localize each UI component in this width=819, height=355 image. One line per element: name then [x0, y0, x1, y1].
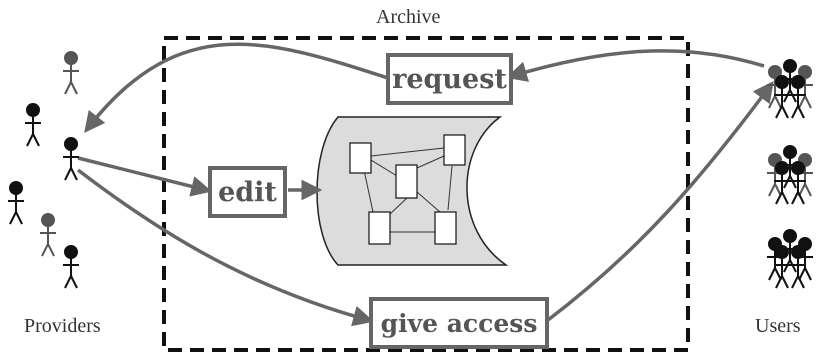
network-edges	[363, 147, 453, 233]
network-nodes	[349, 134, 466, 245]
provider-to-edit-arrow	[77, 156, 213, 197]
provider-to-give-access-arrow	[76, 168, 375, 327]
user-crowd-middle	[766, 144, 814, 205]
providers-group	[7, 50, 80, 289]
users-group	[766, 58, 814, 289]
users-label: Users	[755, 315, 801, 337]
edit-box: edit	[208, 166, 287, 218]
user-crowd-bottom	[766, 228, 814, 289]
give-access-box: give access	[369, 297, 549, 349]
request-to-provider-arrow	[84, 42, 389, 133]
request-box: request	[386, 53, 513, 105]
flow-arrows	[76, 42, 774, 327]
give-access-to-users-arrow	[546, 80, 774, 322]
user-crowd-top	[766, 58, 814, 119]
document-scroll	[316, 116, 509, 266]
users-to-request-arrow	[505, 49, 765, 82]
providers-label: Providers	[24, 315, 101, 337]
archive-label: Archive	[376, 6, 441, 28]
